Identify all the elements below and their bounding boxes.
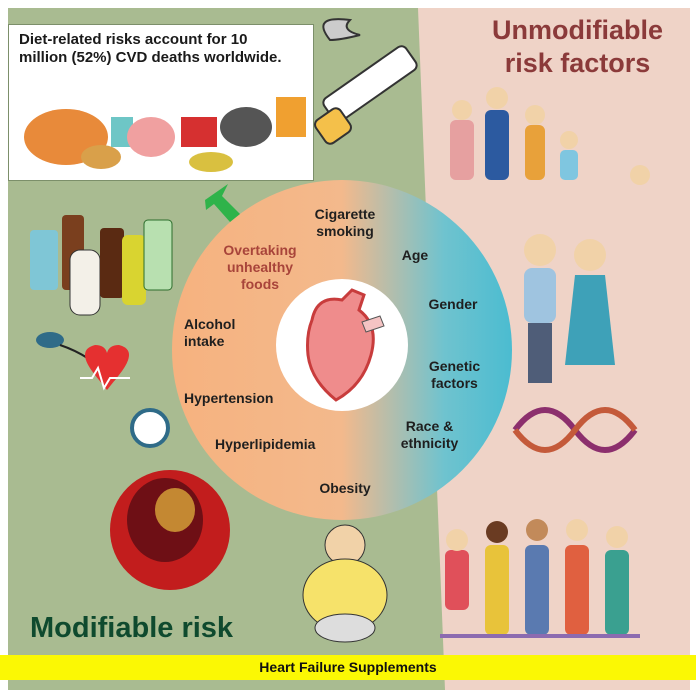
factor-alcohol-intake: Alcohol intake [184,316,236,349]
obese-person-icon [302,524,388,643]
junk-food-icon [24,97,306,172]
factor-genetic-factors: Genetic factors [428,358,481,391]
factor-hypertension: Hypertension [184,390,274,406]
factor-unhealthy-foods: Overtaking unhealthy foods [223,242,297,292]
arrow-up-icon [205,184,240,222]
unmodifiable-title: Unmodifiable risk factors [491,15,663,78]
factor-race-ethnicity: Race & ethnicity [400,418,459,451]
dna-icon [512,407,638,453]
factor-gender: Gender [428,296,478,312]
factor-obesity: Obesity [319,480,371,496]
cigarette-icon [314,18,418,145]
artery-plaque-icon [110,470,230,590]
blood-pressure-icon [36,332,170,448]
factor-age: Age [401,247,429,263]
modifiable-title: Modifiable risk [30,612,234,644]
heart-icon [306,288,385,402]
unmodifiable-panel [418,8,690,690]
diet-risk-text: Diet-related risks account for 10 millio… [19,31,282,66]
diverse-children-icon [440,519,640,638]
factor-cigarette-smoking: Cigarette smoking [314,206,376,239]
family-ages-icon [450,87,650,185]
diet-risk-box: Diet-related risks account for 10 millio… [8,24,314,181]
banner: Heart Failure Supplements [0,655,696,680]
alcohol-bottles-icon [30,215,173,316]
couple-icon [524,234,615,383]
factor-hyperlipidemia: Hyperlipidemia [215,436,316,452]
